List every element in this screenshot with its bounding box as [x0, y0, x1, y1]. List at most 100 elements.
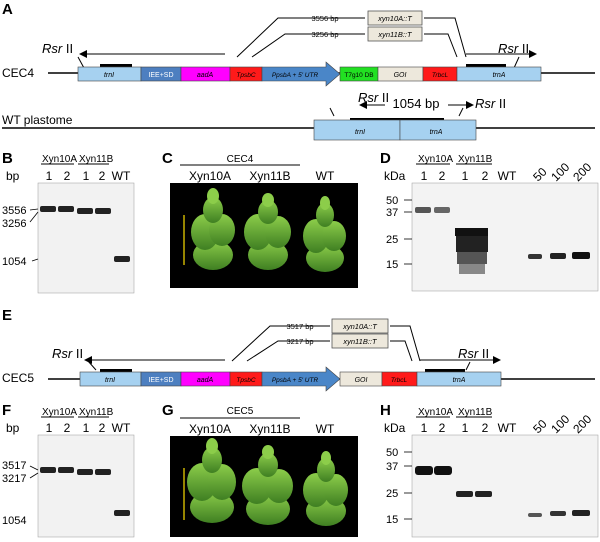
svg-text:1: 1: [46, 169, 53, 183]
plant-g-1: [187, 438, 236, 523]
svg-text:1: 1: [462, 421, 469, 435]
svg-text:T7g10 DB: T7g10 DB: [344, 72, 373, 79]
svg-text:50: 50: [386, 447, 398, 459]
svg-text:15: 15: [386, 259, 398, 271]
svg-text:50: 50: [386, 195, 398, 207]
panel-h: H Xyn10A Xyn11B 1 2 1 2 WT 50 100 200 kD…: [380, 402, 599, 538]
wt-rsr-left: Rsr II: [358, 90, 389, 105]
svg-text:Xyn11B: Xyn11B: [249, 422, 290, 436]
svg-text:50: 50: [530, 417, 550, 437]
svg-text:PpsbA + 5' UTR: PpsbA + 5' UTR: [272, 72, 319, 79]
svg-text:1: 1: [83, 421, 90, 435]
svg-text:Xyn11B: Xyn11B: [458, 154, 493, 165]
wt-plastome-label: WT plastome: [2, 113, 73, 127]
svg-text:trnI: trnI: [355, 129, 365, 136]
svg-text:IEE+SD: IEE+SD: [148, 377, 173, 384]
plant-c-2: [244, 193, 291, 270]
svg-text:1054: 1054: [2, 515, 26, 527]
rsr-site-left-e: Rsr II: [52, 346, 83, 361]
svg-text:Xyn10A: Xyn10A: [42, 407, 77, 418]
svg-text:2: 2: [439, 421, 446, 435]
svg-text:3517 bp: 3517 bp: [286, 322, 313, 331]
plant-c-1: [191, 188, 235, 270]
svg-text:trnA: trnA: [453, 377, 466, 384]
wt-gene-trna: [399, 119, 477, 141]
insert-size-2: 3256 bp: [311, 30, 338, 39]
svg-text:WT: WT: [498, 421, 517, 435]
svg-text:kDa: kDa: [384, 169, 406, 183]
svg-text:200: 200: [570, 412, 594, 436]
svg-text:200: 200: [570, 160, 594, 184]
svg-text:kDa: kDa: [384, 421, 406, 435]
panel-e: E 3517 bp xyn10A::T 3217 bp xyn11B::T Rs…: [2, 307, 595, 392]
svg-text:37: 37: [386, 207, 398, 219]
rsr-site-left: Rsr II: [42, 41, 73, 56]
svg-text:25: 25: [386, 488, 398, 500]
southern-blot-f: [37, 434, 135, 538]
svg-text:xyn10A::T: xyn10A::T: [342, 322, 378, 331]
svg-text:Xyn11B: Xyn11B: [249, 169, 290, 183]
construct-label-cec4: CEC4: [2, 66, 34, 80]
svg-text:1054: 1054: [2, 256, 26, 268]
insert-callout-e: 3517 bp xyn10A::T 3217 bp xyn11B::T: [231, 318, 421, 362]
plant-g-2: [242, 445, 293, 525]
wt-rsr-right: Rsr II: [475, 96, 506, 111]
svg-text:Xyn11B: Xyn11B: [79, 407, 114, 418]
svg-text:2: 2: [64, 421, 71, 435]
svg-text:CEC5: CEC5: [227, 406, 254, 417]
western-blot-h: [411, 434, 599, 538]
svg-text:TpsbC: TpsbC: [236, 72, 255, 79]
svg-text:C: C: [162, 150, 173, 167]
svg-text:F: F: [2, 402, 11, 419]
plant-c-3: [303, 196, 346, 272]
svg-text:2: 2: [64, 169, 71, 183]
svg-text:3217 bp: 3217 bp: [286, 337, 313, 346]
svg-text:G: G: [162, 402, 174, 419]
insert-size-1: 3556 bp: [311, 14, 338, 23]
svg-text:3256: 3256: [2, 218, 26, 230]
svg-text:PpsbA + 5' UTR: PpsbA + 5' UTR: [272, 377, 319, 384]
panel-d: D Xyn10A Xyn11B 1 2 1 2 WT 50 100 200 kD…: [380, 150, 599, 292]
svg-text:trnI: trnI: [104, 72, 114, 79]
svg-text:WT: WT: [498, 169, 517, 183]
svg-text:37: 37: [386, 461, 398, 473]
svg-text:2: 2: [439, 169, 446, 183]
svg-text:1: 1: [462, 169, 469, 183]
rsr-site-right-e: Rsr II: [458, 346, 489, 361]
svg-text:trnA: trnA: [493, 72, 506, 79]
svg-text:TrbcL: TrbcL: [432, 72, 449, 79]
svg-text:50: 50: [530, 165, 550, 185]
svg-text:1: 1: [83, 169, 90, 183]
panel-a: A 3556 bp xyn10A::T 3256 bp xyn11B::T Rs…: [2, 1, 595, 141]
svg-text:Xyn10A: Xyn10A: [418, 407, 453, 418]
svg-text:TpsbC: TpsbC: [236, 377, 255, 384]
svg-text:Xyn10A: Xyn10A: [42, 154, 77, 165]
svg-text:100: 100: [548, 412, 572, 436]
insert-box-2: [367, 26, 423, 42]
svg-text:15: 15: [386, 514, 398, 526]
panel-b: B Xyn10A Xyn11B 1 2 1 2 WT bp 3556 3256 …: [2, 150, 135, 294]
insert-name-2: xyn11B::T: [377, 30, 413, 39]
svg-text:Xyn10A: Xyn10A: [189, 169, 231, 183]
svg-text:Xyn11B: Xyn11B: [79, 154, 114, 165]
svg-text:GOI: GOI: [394, 72, 407, 79]
svg-text:trnI: trnI: [105, 377, 115, 384]
svg-text:2: 2: [482, 421, 489, 435]
svg-text:2: 2: [99, 169, 106, 183]
svg-text:D: D: [380, 150, 391, 167]
svg-text:IEE+SD: IEE+SD: [148, 72, 173, 79]
svg-text:CEC5: CEC5: [2, 371, 34, 385]
southern-blot-b: [37, 182, 135, 294]
insert-name-1: xyn10A::T: [377, 14, 413, 23]
svg-text:25: 25: [386, 234, 398, 246]
svg-text:xyn11B::T: xyn11B::T: [342, 337, 378, 346]
svg-text:B: B: [2, 150, 13, 167]
svg-text:GOI: GOI: [355, 377, 368, 384]
svg-text:WT: WT: [112, 421, 131, 435]
gene-trna: [456, 66, 542, 82]
svg-text:WT: WT: [316, 422, 335, 436]
svg-text:1: 1: [46, 421, 53, 435]
svg-text:E: E: [2, 307, 12, 324]
svg-text:Xyn11B: Xyn11B: [458, 407, 493, 418]
